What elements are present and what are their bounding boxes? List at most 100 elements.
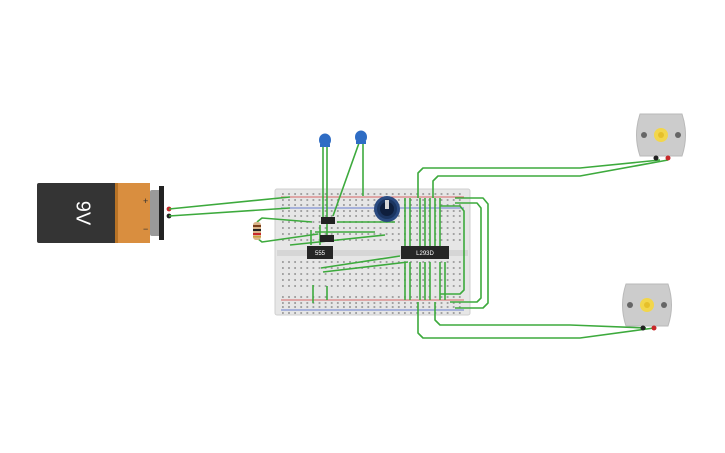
breadboard-hole[interactable] <box>306 306 309 308</box>
breadboard-hole[interactable] <box>282 193 284 195</box>
breadboard-hole[interactable] <box>318 285 321 287</box>
breadboard-hole[interactable] <box>330 210 333 212</box>
breadboard-hole[interactable] <box>349 233 351 235</box>
breadboard-hole[interactable] <box>397 221 400 223</box>
breadboard-hole[interactable] <box>343 302 345 304</box>
breadboard-hole[interactable] <box>404 312 406 314</box>
breadboard-hole[interactable] <box>452 215 455 217</box>
breadboard-hole[interactable] <box>361 279 364 281</box>
breadboard-hole[interactable] <box>410 279 412 281</box>
breadboard-hole[interactable] <box>318 193 321 195</box>
breadboard-hole[interactable] <box>416 273 418 275</box>
breadboard-hole[interactable] <box>343 296 345 298</box>
breadboard-hole[interactable] <box>288 193 290 195</box>
breadboard-hole[interactable] <box>355 210 357 212</box>
breadboard-hole[interactable] <box>397 261 400 263</box>
breadboard-hole[interactable] <box>440 267 443 269</box>
breadboard-hole[interactable] <box>349 296 351 298</box>
breadboard-hole[interactable] <box>422 233 425 235</box>
breadboard-hole[interactable] <box>300 312 303 314</box>
breadboard-hole[interactable] <box>385 312 388 314</box>
breadboard-hole[interactable] <box>361 296 364 298</box>
breadboard-hole[interactable] <box>379 239 382 241</box>
breadboard-hole[interactable] <box>410 285 412 287</box>
breadboard-hole[interactable] <box>410 215 412 217</box>
breadboard-hole[interactable] <box>410 193 412 195</box>
breadboard-hole[interactable] <box>379 285 382 287</box>
breadboard-hole[interactable] <box>446 312 449 314</box>
breadboard-hole[interactable] <box>446 227 449 229</box>
breadboard-hole[interactable] <box>324 302 327 304</box>
breadboard-hole[interactable] <box>324 261 327 263</box>
breadboard-hole[interactable] <box>336 312 339 314</box>
breadboard-hole[interactable] <box>336 193 339 195</box>
breadboard-hole[interactable] <box>361 210 364 212</box>
breadboard-hole[interactable] <box>385 267 388 269</box>
breadboard-hole[interactable] <box>452 296 455 298</box>
breadboard-hole[interactable] <box>410 199 412 201</box>
breadboard-hole[interactable] <box>324 215 327 217</box>
breadboard-hole[interactable] <box>336 285 339 287</box>
breadboard-hole[interactable] <box>282 302 284 304</box>
breadboard-hole[interactable] <box>458 215 461 217</box>
breadboard-hole[interactable] <box>288 210 290 212</box>
breadboard-hole[interactable] <box>458 233 461 235</box>
breadboard-hole[interactable] <box>288 227 290 229</box>
breadboard-hole[interactable] <box>422 302 425 304</box>
breadboard-hole[interactable] <box>440 261 443 263</box>
breadboard-hole[interactable] <box>452 273 455 275</box>
chip-l293d[interactable]: L293D <box>401 246 449 259</box>
breadboard-hole[interactable] <box>416 215 418 217</box>
breadboard-hole[interactable] <box>458 273 461 275</box>
breadboard-hole[interactable] <box>330 273 333 275</box>
breadboard-hole[interactable] <box>458 296 461 298</box>
breadboard-hole[interactable] <box>318 199 321 201</box>
breadboard-hole[interactable] <box>318 215 321 217</box>
breadboard-hole[interactable] <box>288 302 290 304</box>
breadboard-hole[interactable] <box>349 285 351 287</box>
breadboard-hole[interactable] <box>330 215 333 217</box>
breadboard-hole[interactable] <box>318 273 321 275</box>
breadboard-hole[interactable] <box>422 210 425 212</box>
breadboard-hole[interactable] <box>410 267 412 269</box>
breadboard-hole[interactable] <box>373 312 376 314</box>
breadboard-hole[interactable] <box>355 312 357 314</box>
breadboard-hole[interactable] <box>397 193 400 195</box>
breadboard-hole[interactable] <box>385 296 388 298</box>
breadboard-hole[interactable] <box>404 302 406 304</box>
breadboard-hole[interactable] <box>416 199 418 201</box>
breadboard-hole[interactable] <box>416 233 418 235</box>
breadboard-hole[interactable] <box>318 204 321 206</box>
breadboard-hole[interactable] <box>355 204 357 206</box>
breadboard-hole[interactable] <box>458 285 461 287</box>
motor-b-terminal-black[interactable] <box>640 325 646 331</box>
breadboard-hole[interactable] <box>367 193 370 195</box>
breadboard-hole[interactable] <box>294 312 296 314</box>
breadboard-hole[interactable] <box>282 215 284 217</box>
breadboard-hole[interactable] <box>294 193 296 195</box>
breadboard-hole[interactable] <box>385 306 388 308</box>
breadboard-hole[interactable] <box>306 233 309 235</box>
breadboard-hole[interactable] <box>373 302 376 304</box>
breadboard-hole[interactable] <box>294 273 296 275</box>
breadboard-hole[interactable] <box>367 306 370 308</box>
breadboard-hole[interactable] <box>343 199 345 201</box>
breadboard-hole[interactable] <box>324 279 327 281</box>
breadboard-hole[interactable] <box>294 261 296 263</box>
breadboard-hole[interactable] <box>391 306 394 308</box>
breadboard-hole[interactable] <box>452 204 455 206</box>
breadboard-hole[interactable] <box>440 204 443 206</box>
breadboard-hole[interactable] <box>312 227 315 229</box>
breadboard-hole[interactable] <box>324 210 327 212</box>
breadboard-hole[interactable] <box>446 279 449 281</box>
breadboard-hole[interactable] <box>446 210 449 212</box>
breadboard-hole[interactable] <box>422 239 425 241</box>
breadboard-hole[interactable] <box>318 261 321 263</box>
breadboard-hole[interactable] <box>440 306 443 308</box>
breadboard-hole[interactable] <box>373 239 376 241</box>
breadboard-hole[interactable] <box>410 296 412 298</box>
breadboard-hole[interactable] <box>416 239 418 241</box>
breadboard-hole[interactable] <box>428 193 431 195</box>
chip-555-timer[interactable]: 555 <box>307 246 333 259</box>
breadboard-hole[interactable] <box>410 312 412 314</box>
